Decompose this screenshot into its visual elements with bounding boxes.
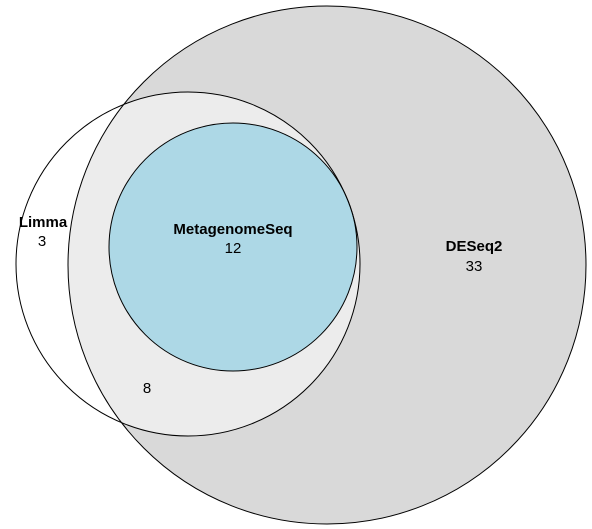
limma-deseq2-overlap-count: 8	[143, 380, 151, 397]
metagenomeseq-outline	[108, 122, 358, 372]
metagenomeseq-circle	[109, 123, 357, 371]
limma-count: 3	[38, 233, 46, 250]
deseq2-label: DESeq2	[446, 238, 503, 255]
deseq2-outline	[67, 5, 587, 525]
metagenomeseq-count: 12	[225, 240, 242, 257]
deseq2-count: 33	[466, 258, 483, 275]
limma-outline	[15, 91, 361, 437]
metagenomeseq-label: MetagenomeSeq	[173, 221, 292, 238]
limma-label: Limma	[19, 214, 68, 231]
